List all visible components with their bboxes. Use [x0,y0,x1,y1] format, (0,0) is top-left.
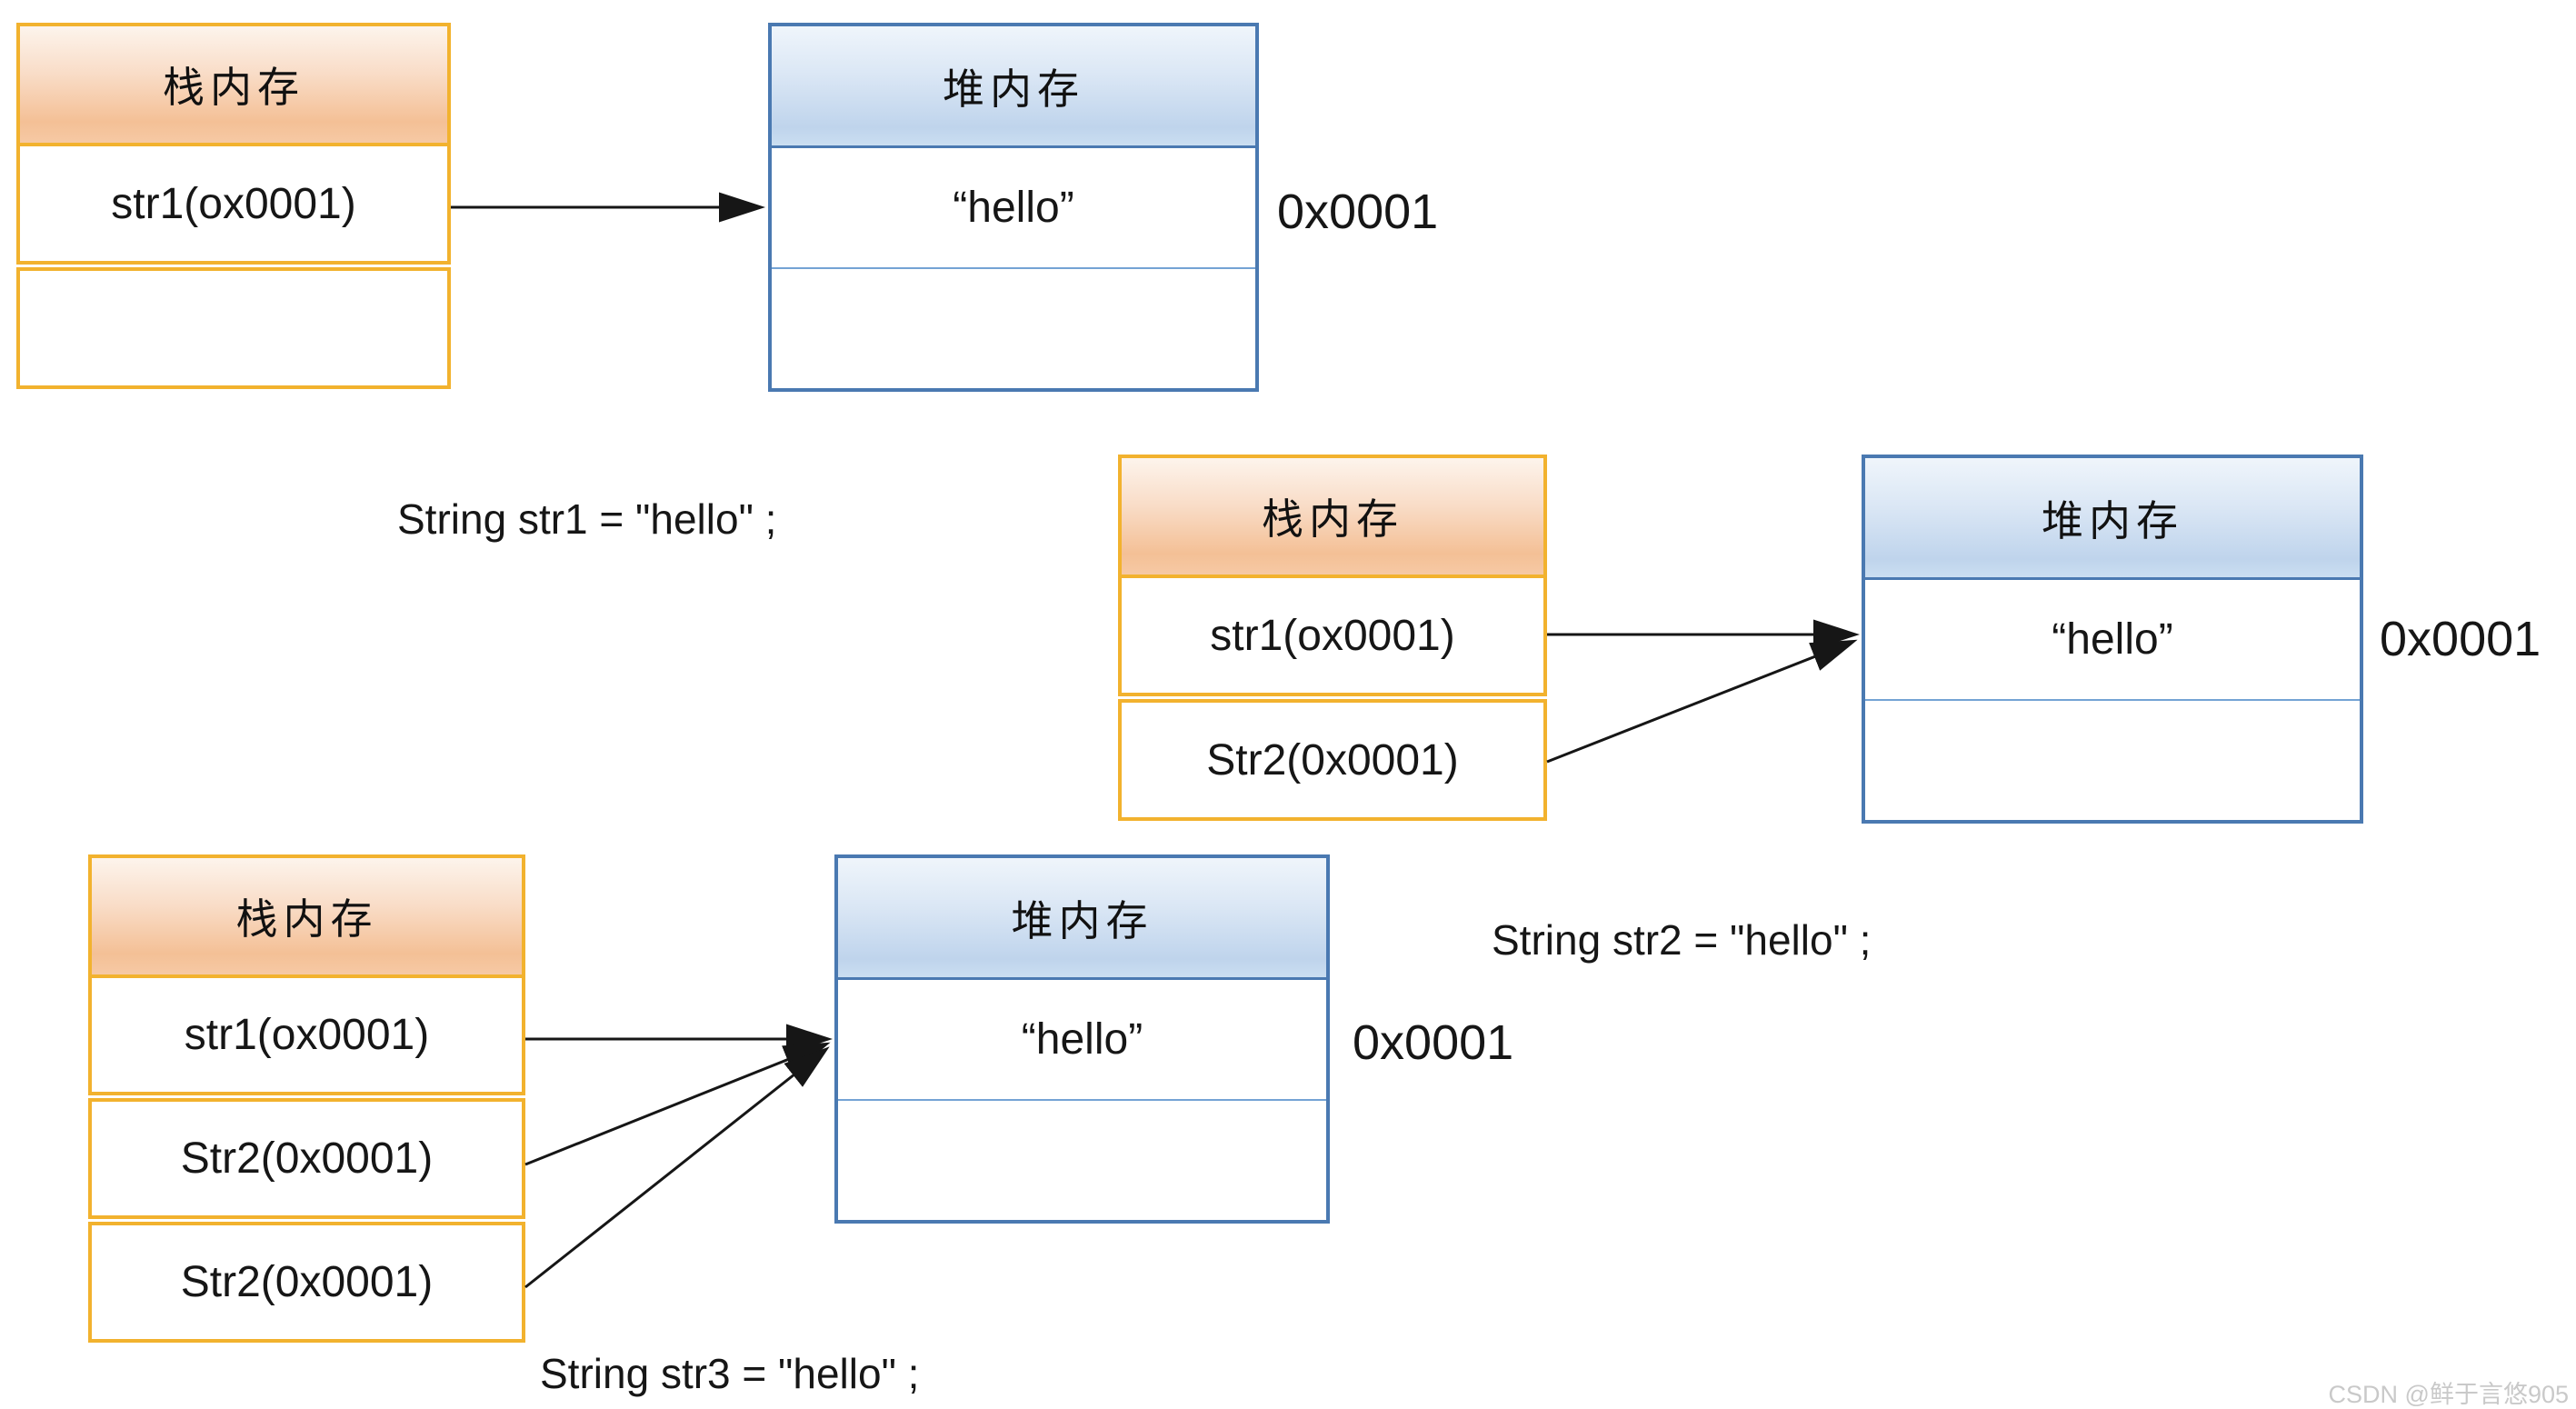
address-label-2: 0x0001 [2380,612,2541,666]
heap-row-empty [1865,701,2360,820]
address-label-1: 0x0001 [1277,185,1439,239]
address-label-3: 0x0001 [1353,1015,1514,1070]
stack-row-value: Str2(0x0001) [180,1134,434,1183]
heap-box-2-header: 堆内存 [1865,458,2360,580]
heap-box-3-header: 堆内存 [838,858,1326,980]
stack-box-2-header: 栈内存 [1118,455,1547,578]
heap-row: “hello” [838,980,1326,1101]
stack-row: str1(ox0001) [88,974,525,1095]
stack-row: Str2(0x0001) [1118,699,1547,821]
heap-box-1: 堆内存 “hello” [768,23,1259,392]
heap-row-empty [772,269,1255,388]
heap-box-2-title: 堆内存 [2042,495,2183,545]
stack-row-value: Str2(0x0001) [180,1258,434,1306]
stack-box-1-title: 栈内存 [163,63,305,112]
stack-row: str1(ox0001) [1118,575,1547,696]
heap-box-1-title: 堆内存 [943,64,1084,114]
code-line-str1: String str1 = "hello" ; [397,495,777,543]
stack-row: Str2(0x0001) [88,1222,525,1343]
code-line-str3: String str3 = "hello" ; [540,1350,920,1397]
arrow-str2-to-heap3 [524,1042,831,1166]
heap-row-value: “hello” [953,184,1074,232]
stack-row: Str2(0x0001) [88,1098,525,1219]
stack-box-3: 栈内存 str1(ox0001) Str2(0x0001) Str2(0x000… [88,854,525,1343]
arrow-str3-to-heap3 [524,1046,830,1289]
heap-row-value: “hello” [2052,615,2173,664]
code-line-str2: String str2 = "hello" ; [1492,916,1872,964]
heap-box-3: 堆内存 “hello” [834,854,1330,1224]
stack-row-value: str1(ox0001) [111,179,356,228]
stack-row-value: Str2(0x0001) [1206,735,1459,784]
stack-box-3-title: 栈内存 [235,894,378,944]
stack-row-value: str1(ox0001) [184,1011,430,1059]
stack-box-1-header: 栈内存 [16,23,451,146]
stack-row-value: str1(ox0001) [1210,611,1455,660]
arrow-str2-to-heap2 [1546,639,1858,764]
heap-box-2: 堆内存 “hello” [1862,455,2363,824]
stack-row-empty [16,267,451,389]
heap-row: “hello” [772,148,1255,269]
csdn-watermark: CSDN @鲜于言悠905 [2328,1381,2569,1408]
stack-box-3-header: 栈内存 [88,854,525,978]
heap-row-empty [838,1101,1326,1220]
heap-row: “hello” [1865,580,2360,701]
stack-box-1: 栈内存 str1(ox0001) [16,23,451,389]
stack-row: str1(ox0001) [16,143,451,265]
heap-box-3-title: 堆内存 [1011,895,1153,945]
stack-box-2-title: 栈内存 [1262,495,1403,544]
heap-box-1-header: 堆内存 [772,26,1255,148]
stack-box-2: 栈内存 str1(ox0001) Str2(0x0001) [1118,455,1547,821]
heap-row-value: “hello” [1021,1015,1143,1064]
